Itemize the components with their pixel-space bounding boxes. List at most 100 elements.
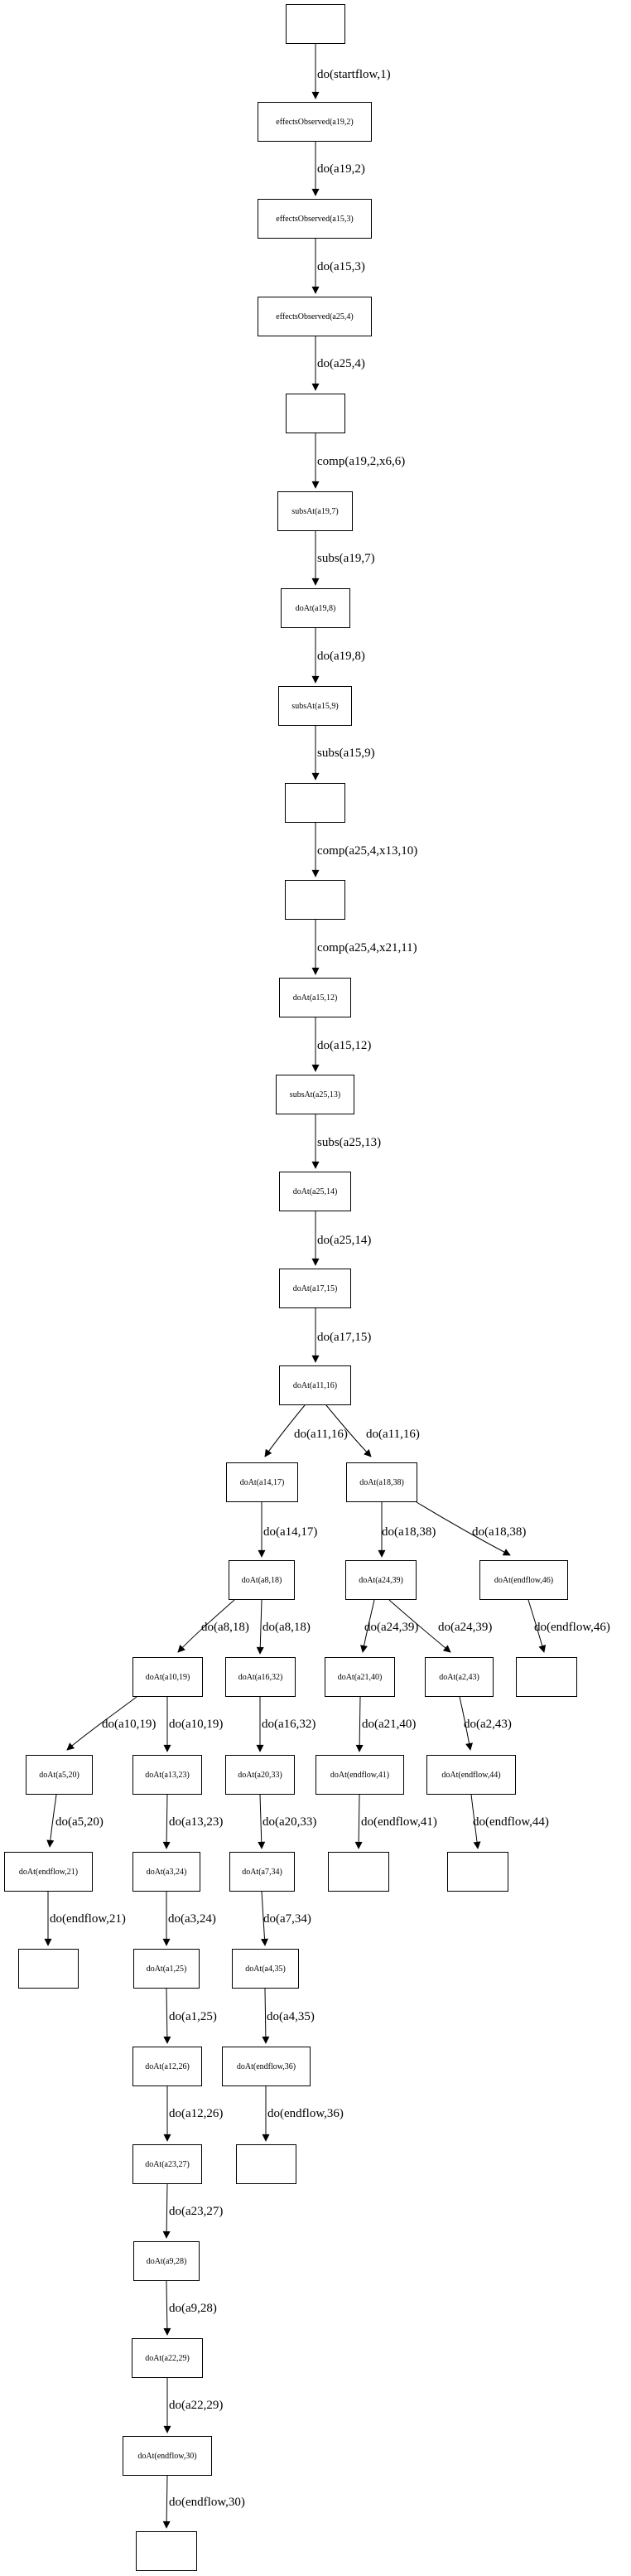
edge-label: do(a5,20) [55, 1815, 104, 1829]
node-subsAt-a25-13: subsAt(a25,13) [276, 1075, 354, 1114]
node-effectsObserved-a15-3: effectsObserved(a15,3) [258, 199, 372, 239]
edge-do-a8-18-left [177, 1599, 235, 1653]
edge-label: do(endflow,44) [473, 1815, 549, 1829]
node-doAt-a18-38: doAt(a18,38) [346, 1462, 417, 1502]
edge-do-a11-16-left [264, 1404, 306, 1457]
edge-label: subs(a19,7) [317, 552, 375, 565]
node-doAt-a5-20: doAt(a5,20) [26, 1755, 93, 1795]
node-anon-5 [286, 394, 345, 433]
node-doAt-a20-33: doAt(a20,33) [225, 1755, 295, 1795]
node-end-44 [447, 1852, 508, 1892]
node-doAt-a4-35: doAt(a4,35) [232, 1949, 299, 1989]
edge-label: do(endflow,21) [50, 1912, 126, 1926]
edge-do-a2-43 [459, 1696, 473, 1751]
node-doAt-endflow-30: doAt(endflow,30) [123, 2436, 212, 2476]
edge-label: do(a8,18) [201, 1621, 249, 1634]
node-end-36 [236, 2144, 296, 2184]
edge-do-endflow-44 [470, 1794, 481, 1849]
edge-label: do(a24,39) [438, 1621, 493, 1634]
node-anon-9 [285, 783, 345, 823]
node-doAt-a24-39: doAt(a24,39) [345, 1560, 417, 1600]
node-doAt-a13-23: doAt(a13,23) [132, 1755, 202, 1795]
node-end-21 [18, 1949, 79, 1989]
node-doAt-a1-25: doAt(a1,25) [133, 1949, 200, 1989]
edge-do-a1-25 [163, 1988, 171, 2044]
edge-label: do(endflow,41) [361, 1815, 437, 1829]
edge-label: do(a25,14) [317, 1234, 372, 1247]
edge-do-a18-38-right [416, 1501, 511, 1556]
node-doAt-a23-27: doAt(a23,27) [132, 2144, 202, 2184]
node-doAt-endflow-21: doAt(endflow,21) [4, 1852, 93, 1892]
node-doAt-endflow-46: doAt(endflow,46) [479, 1560, 568, 1600]
edge-do-a11-16-right [325, 1404, 372, 1457]
node-doAt-a9-28: doAt(a9,28) [133, 2241, 200, 2281]
edge-do-a21-40 [355, 1696, 364, 1752]
node-effectsObserved-a25-4: effectsObserved(a25,4) [258, 297, 372, 336]
edge-label: subs(a25,13) [317, 1136, 382, 1149]
edge-label: do(a19,8) [317, 650, 365, 663]
edge-label: do(a3,24) [168, 1912, 216, 1926]
edge-do-a8-18-down [256, 1599, 264, 1655]
edge-do-a9-28 [163, 2280, 171, 2336]
edge-label: do(a24,39) [364, 1621, 419, 1634]
edge-label: do(a19,2) [317, 162, 365, 176]
edge-label: do(a12,26) [169, 2107, 224, 2120]
node-anon-10 [285, 880, 345, 920]
edge-do-a24-39-left [360, 1599, 375, 1653]
edge-label: do(a9,28) [169, 2302, 217, 2315]
edge-label: do(a18,38) [382, 1525, 436, 1539]
edge-label: comp(a19,2,x6,6) [317, 455, 406, 468]
edge-do-a24-39-right [388, 1599, 451, 1653]
node-doAt-a22-29: doAt(a22,29) [132, 2338, 203, 2378]
node-doAt-a8-18: doAt(a8,18) [229, 1560, 295, 1600]
node-effectsObserved-a19-2: effectsObserved(a19,2) [258, 102, 372, 142]
edge-label: comp(a25,4,x21,11) [317, 941, 417, 955]
edge-do-a5-20 [46, 1794, 57, 1848]
edge-label: do(endflow,46) [534, 1621, 610, 1634]
node-doAt-endflow-41: doAt(endflow,41) [316, 1755, 404, 1795]
edge-do-endflow-30 [162, 2475, 171, 2529]
node-doAt-a17-15: doAt(a17,15) [279, 1269, 351, 1308]
edge-label: do(a11,16) [366, 1428, 420, 1441]
edge-label: subs(a15,9) [317, 747, 375, 760]
node-doAt-a7-34: doAt(a7,34) [229, 1852, 295, 1892]
node-doAt-a11-16: doAt(a11,16) [279, 1365, 351, 1405]
node-doAt-a3-24: doAt(a3,24) [132, 1852, 200, 1892]
node-end-41 [328, 1852, 389, 1892]
edge-label: do(a22,29) [169, 2399, 224, 2412]
edge-label: do(a15,3) [317, 260, 365, 273]
node-subsAt-a15-9: subsAt(a15,9) [278, 686, 352, 726]
edge-label: do(endflow,30) [169, 2496, 245, 2509]
node-doAt-endflow-44: doAt(endflow,44) [426, 1755, 516, 1795]
edge-label: do(a20,33) [263, 1815, 317, 1829]
edge-label: do(a15,12) [317, 1039, 372, 1052]
node-doAt-a25-14: doAt(a25,14) [279, 1172, 351, 1211]
edge-label: do(a13,23) [169, 1815, 224, 1829]
edge-label: do(a11,16) [294, 1428, 348, 1441]
edge-do-a23-27 [162, 2183, 171, 2239]
edge-do-a13-23 [162, 1794, 171, 1849]
node-doAt-a15-12: doAt(a15,12) [279, 978, 351, 1017]
edge-label: do(a4,35) [267, 2010, 315, 2023]
edge-label: do(a10,19) [102, 1718, 157, 1731]
edge-label: do(a21,40) [362, 1718, 417, 1731]
edge-label: do(a14,17) [263, 1525, 318, 1539]
node-doAt-a14-17: doAt(a14,17) [226, 1462, 298, 1502]
node-doAt-a12-26: doAt(a12,26) [132, 2047, 202, 2086]
edge-label: do(startflow,1) [317, 68, 391, 81]
edge-do-endflow-46 [527, 1599, 547, 1653]
node-doAt-a21-40: doAt(a21,40) [325, 1657, 395, 1697]
edge-do-a20-33 [258, 1794, 266, 1849]
node-end-46 [516, 1657, 577, 1697]
node-end-30 [136, 2531, 197, 2571]
node-doAt-a2-43: doAt(a2,43) [425, 1657, 494, 1697]
edge-label: do(endflow,36) [267, 2107, 344, 2120]
edge-label: do(a16,32) [262, 1718, 316, 1731]
edge-label: do(a23,27) [169, 2205, 224, 2218]
edge-label: do(a18,38) [472, 1525, 527, 1539]
edge-label: do(a8,18) [263, 1621, 311, 1634]
node-doAt-endflow-36: doAt(endflow,36) [222, 2047, 311, 2086]
edge-label: do(a2,43) [464, 1718, 512, 1731]
